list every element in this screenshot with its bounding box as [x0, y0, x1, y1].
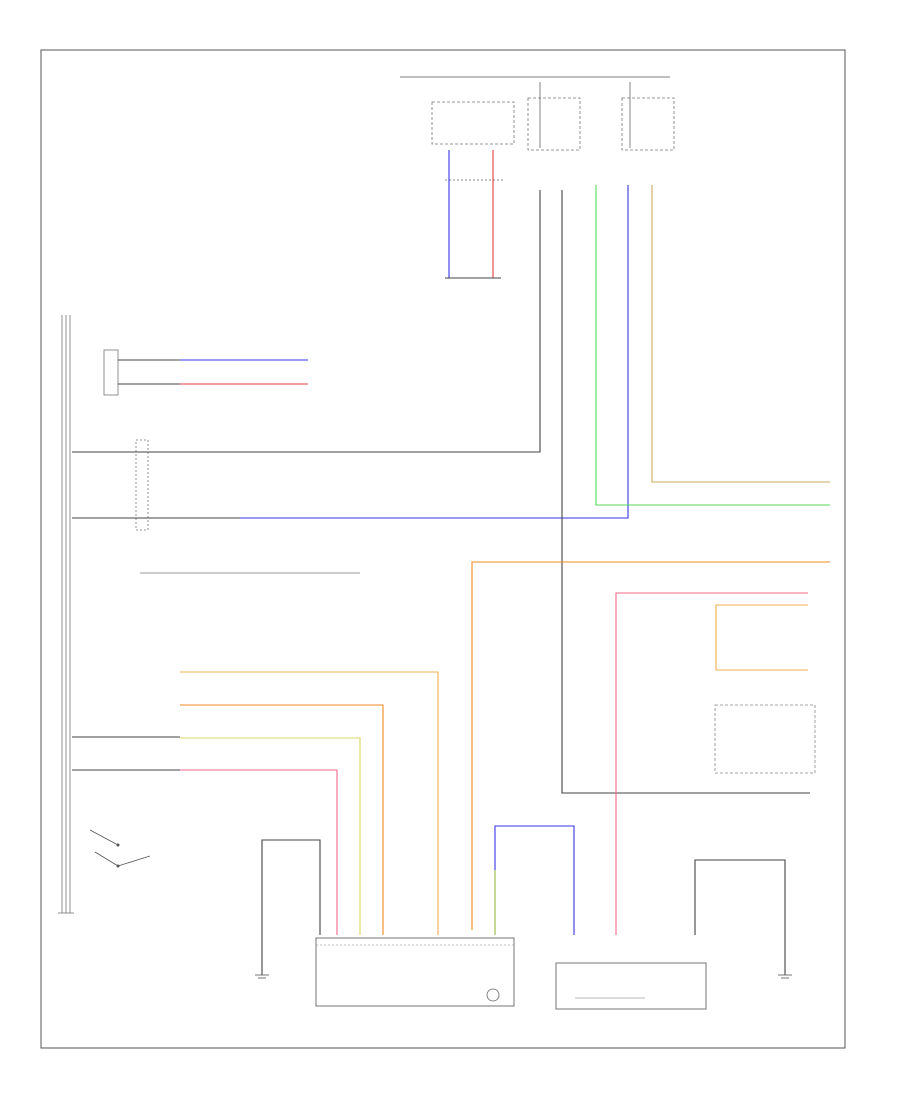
- left-connector-block: [103, 349, 119, 396]
- fuse-block: [400, 76, 675, 151]
- diagram-border: [40, 49, 846, 1049]
- ground-symbol-left: [255, 974, 269, 979]
- wire-pink: [615, 592, 808, 935]
- wire-orange: [180, 704, 384, 935]
- wire-light-orange: [715, 604, 808, 671]
- lower-module-right: [555, 962, 707, 1010]
- fuse-box: [527, 97, 581, 151]
- wire-black: [694, 859, 786, 975]
- right-component-box: [714, 704, 816, 774]
- switch-symbol: [89, 829, 151, 868]
- ground-symbol-right: [778, 974, 792, 979]
- left-connector-block: [135, 439, 149, 531]
- wire-yellow: [180, 737, 361, 935]
- wire-light-orange: [180, 671, 439, 935]
- fuse-box: [621, 97, 675, 151]
- wire-blue: [240, 185, 629, 519]
- wire-blue: [494, 825, 575, 935]
- wire-black: [261, 839, 321, 975]
- wire-tan: [651, 185, 830, 483]
- wire-black: [72, 736, 180, 771]
- control-module-left: [58, 315, 74, 914]
- wire-orange: [471, 561, 830, 930]
- wire-pink: [180, 769, 338, 935]
- wire-black: [561, 190, 810, 794]
- wire-black: [72, 190, 541, 453]
- upper-component-box: [431, 101, 515, 145]
- wire-black: [118, 359, 180, 385]
- module-symbol: [486, 988, 500, 1002]
- wire-green: [595, 185, 830, 506]
- lower-module-left: [315, 937, 515, 1007]
